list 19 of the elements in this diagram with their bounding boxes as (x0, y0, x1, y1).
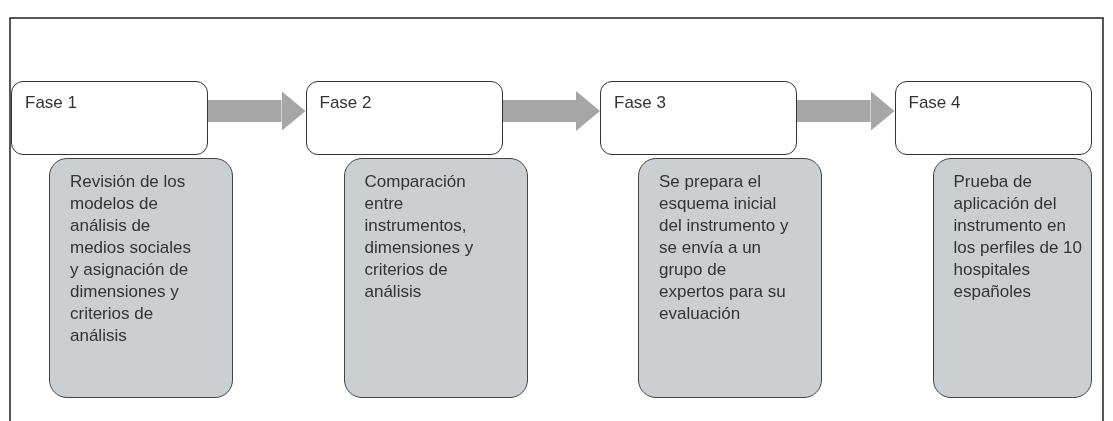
phase-description-box (343, 158, 528, 398)
phase-header-box (600, 81, 797, 155)
phase-description: Comparación entre instrumentos, dimensiones y criterios de análisis (364, 171, 475, 303)
phase-header-box (894, 81, 1092, 155)
phase-header-box (305, 81, 503, 155)
phase-description: Revisión de los modelos de análisis de medios sociales y asignación de dimensiones y criterios de análisis (70, 171, 192, 347)
phase-description-box (49, 158, 233, 398)
block-arrow (502, 91, 600, 131)
phase-title: Fase 2 (319, 92, 373, 114)
phase-header-box (11, 81, 208, 155)
phase-title: Fase 4 (908, 92, 962, 114)
phase-description-box (932, 158, 1092, 398)
block-arrow (797, 91, 895, 131)
phase-title: Fase 3 (614, 92, 667, 114)
phase-description: Prueba de aplicación del instrumento en los perfiles de 10 hospitales españoles (953, 171, 1084, 303)
phase-description-box (638, 158, 822, 398)
block-arrow (208, 91, 306, 131)
phase-description: Se prepara el esquema inicial del instrumento y se envía a un grupo de expertos para su evaluación (659, 171, 790, 325)
phase-title: Fase 1 (25, 92, 78, 114)
